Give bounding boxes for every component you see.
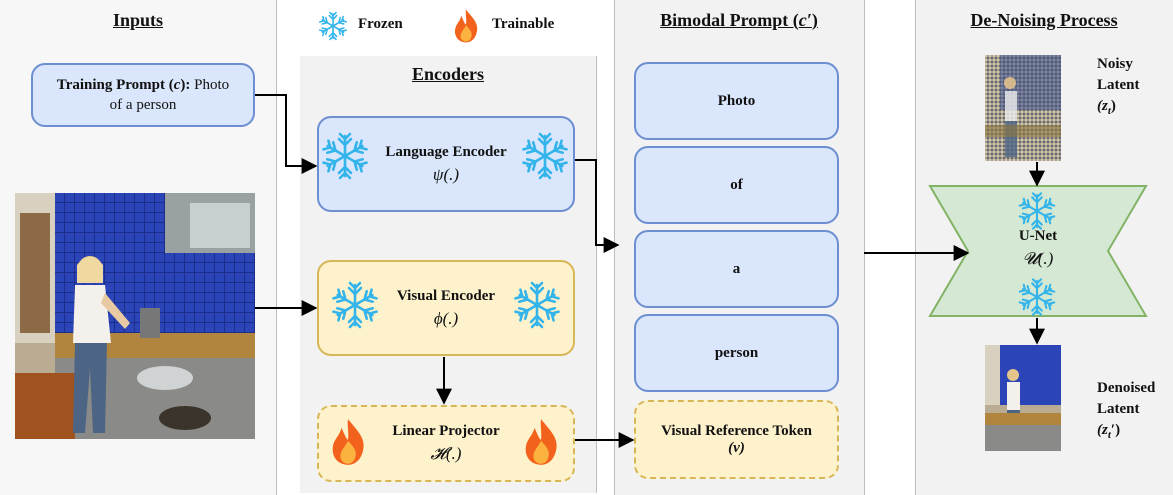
denoised-latent-label: Denoised Latent (zt′)	[1097, 380, 1156, 441]
training-prompt-text-2: of a person	[109, 97, 177, 113]
language-encoder-label: Language Encoder	[385, 143, 507, 160]
visual-reference-label: Visual Reference Token	[661, 422, 812, 439]
divider-encoders	[596, 56, 597, 493]
bimodal-header: Bimodal Prompt (c′)	[660, 10, 818, 30]
visual-reference-var: (v)	[728, 439, 745, 456]
linear-projector-label: Linear Projector	[392, 423, 500, 439]
legend-frozen: Frozen	[358, 16, 403, 32]
arrow-language-to-tokens	[575, 159, 620, 253]
inputs-header: Inputs	[112, 10, 164, 30]
denoised-latent-image	[985, 345, 1061, 451]
token-box: a	[634, 230, 839, 308]
legend-trainable: Trainable	[492, 16, 555, 32]
divider-bimodal-right	[864, 0, 865, 495]
input-image	[15, 193, 255, 439]
training-prompt-box: Training Prompt (c): Photo of a person	[31, 63, 255, 127]
language-encoder-symbol: ψ(.)	[432, 164, 460, 184]
noisy-latent-image	[985, 55, 1061, 161]
divider-denoising	[915, 0, 916, 495]
visual-encoder-symbol: ϕ(.)	[433, 308, 459, 328]
token-box: person	[634, 314, 839, 392]
visual-reference-token-box: Visual Reference Token (v)	[634, 400, 839, 479]
divider-inputs	[276, 0, 277, 495]
token-box: of	[634, 146, 839, 224]
visual-encoder-label: Visual Encoder	[396, 287, 496, 304]
encoders-header: Encoders	[412, 64, 484, 84]
token-box: Photo	[634, 62, 839, 140]
arrow-prompt-to-language	[255, 94, 318, 174]
unet-label: U-Net 𝓤(.)	[1018, 228, 1058, 268]
denoising-header: De-Noising Process	[970, 10, 1118, 30]
noisy-latent-label: Noisy Latent (zt)	[1097, 56, 1140, 117]
linear-projector-symbol: 𝓗(.)	[430, 444, 462, 463]
training-prompt-text: Photo	[194, 77, 230, 93]
